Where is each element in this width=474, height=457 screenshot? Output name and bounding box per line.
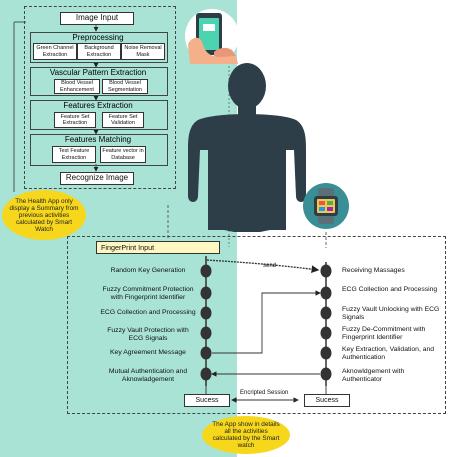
right-step-receiving: Receiving Massages (342, 267, 405, 274)
human-silhouette-icon (188, 63, 306, 232)
left-step-key-agreement: Key Agreement Message (110, 349, 186, 356)
right-step-key-extraction: Key Extraction, Validation, and Authenti… (342, 346, 435, 361)
right-step-acknowledgement: Aknowldgement with Authenticator (342, 368, 405, 383)
feature-vector-database-box: Feature vector in Database (100, 146, 146, 163)
send-arrow (205, 258, 320, 274)
feature-set-validation-box: Feature Set Validation (102, 112, 144, 128)
features-matching-group (30, 134, 168, 166)
right-node (320, 367, 332, 381)
right-step-fuzzy-vault-unlock: Fuzzy Vault Unlocking with ECG Signals (342, 306, 440, 321)
right-step-fuzzy-decommitment: Fuzzy De-Commitment with Fingerprint Ide… (342, 326, 426, 341)
preprocessing-group (30, 32, 168, 63)
biometric-pipeline-container (24, 6, 176, 189)
image-input-box: Image Input (60, 12, 134, 25)
background-extraction-box: Background Extraction (77, 43, 121, 60)
right-step-ecg-collection: ECG Collection and Processing (342, 286, 438, 293)
left-step-ecg-collection: ECG Collection and Processing (100, 309, 196, 316)
fingerprint-input-box: FingerPrint Input (96, 241, 220, 254)
right-node (320, 306, 332, 320)
key-agreement-arrow (212, 290, 321, 354)
success-right-box: Sucess (304, 394, 350, 407)
left-step-random-key: Random Key Generation (110, 267, 186, 274)
test-feature-extraction-box: Test Feature Extraction (52, 146, 96, 163)
left-step-fuzzy-commitment: Fuzzy Commitment Protection with Fingerp… (102, 286, 194, 301)
feature-set-extraction-box: Feature Set Extraction (54, 112, 96, 128)
left-step-mutual-auth: Mutual Authentication and Aknowladgement (108, 368, 188, 383)
success-left-box: Sucess (184, 394, 230, 407)
features-matching-title: Features Matching (64, 135, 132, 144)
phone-in-hand-icon (185, 9, 239, 64)
left-step-fuzzy-vault: Fuzzy Vault Protection with ECG Signals (107, 327, 189, 342)
right-node (320, 286, 332, 300)
health-app-summary-note: The Health App only display a Summary fr… (2, 190, 86, 240)
blood-vessel-enhancement-box: Blood Vessel Enhancement (54, 79, 100, 94)
right-nodes (320, 264, 332, 381)
right-node (320, 264, 332, 278)
preprocessing-title: Preprocessing (72, 33, 124, 42)
left-node (200, 346, 212, 360)
features-extraction-group (30, 100, 168, 130)
green-channel-extraction-box: Green Channel Extraction (33, 43, 77, 60)
left-nodes (200, 264, 212, 381)
authentication-protocol-container (67, 236, 446, 414)
encrypted-session-label: Encripted Session (240, 390, 289, 396)
send-label: send (263, 263, 277, 269)
left-node (200, 326, 212, 340)
right-node (320, 346, 332, 360)
left-node (200, 286, 212, 300)
blood-vessel-segmentation-box: Blood Vessel Segmentation (102, 79, 148, 94)
features-extraction-title: Features Extraction (63, 101, 133, 110)
right-node (320, 326, 332, 340)
left-node (200, 264, 212, 278)
app-details-note: The App show in details all the activiti… (202, 416, 290, 454)
vascular-title: Vascular Pattern Extraction (49, 68, 147, 77)
noise-removal-mask-box: Noise Removal Mask (121, 43, 165, 60)
recognize-image-box: Recognize Image (60, 172, 134, 185)
left-node (200, 306, 212, 320)
left-node (200, 367, 212, 381)
smart-watch-icon (303, 183, 349, 229)
vascular-group (30, 67, 168, 96)
